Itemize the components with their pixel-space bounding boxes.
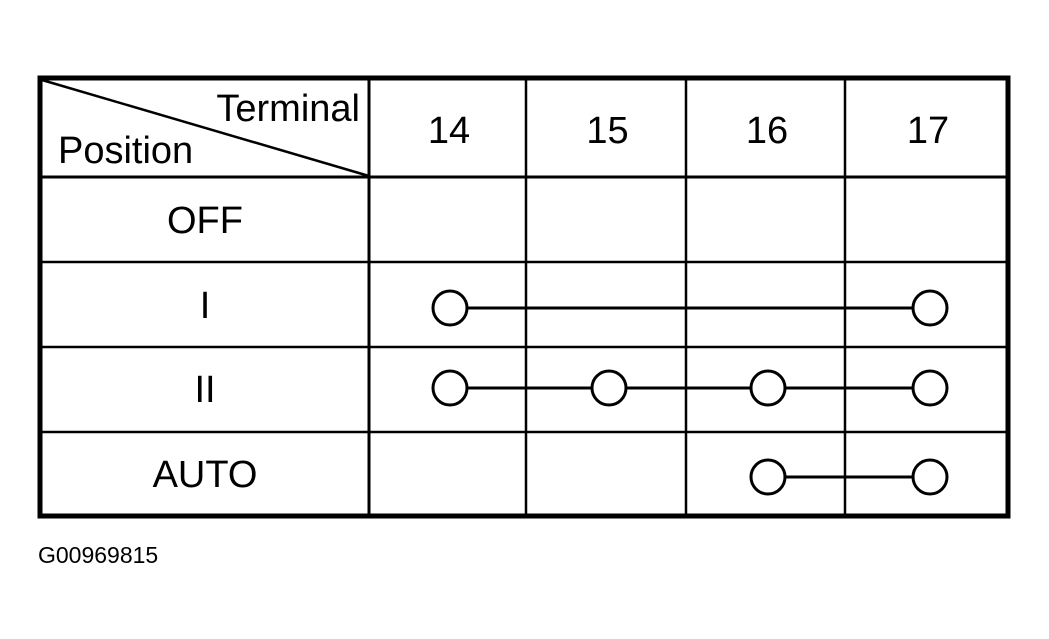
terminal-16-header: 16 <box>745 110 789 152</box>
terminal-connection-circle <box>749 458 787 496</box>
header-diagonal <box>41 78 370 178</box>
position-ii-label: II <box>194 369 216 411</box>
table-outer-border <box>37 75 1011 519</box>
terminal-connection-circle <box>911 289 949 327</box>
terminal-connection-circle <box>911 458 949 496</box>
terminal-connection-circle <box>431 369 469 407</box>
terminal-15-header: 15 <box>586 110 629 152</box>
terminal-14-header: 14 <box>427 110 471 152</box>
position-off-label: OFF <box>167 200 243 242</box>
terminal-17-header: 17 <box>906 110 950 152</box>
position-auto-label: AUTO <box>152 454 258 496</box>
terminal-connection-circle <box>431 289 469 327</box>
terminal-connection-circle <box>590 369 628 407</box>
connection-marks <box>431 289 949 496</box>
terminal-connection-circle <box>911 369 949 407</box>
terminal-connection-circle <box>749 369 787 407</box>
figure-id: G00969815 <box>38 542 159 568</box>
header-position-label: Position <box>58 130 194 172</box>
position-i-label: I <box>199 285 211 327</box>
header-terminal-label: Terminal <box>216 88 360 130</box>
